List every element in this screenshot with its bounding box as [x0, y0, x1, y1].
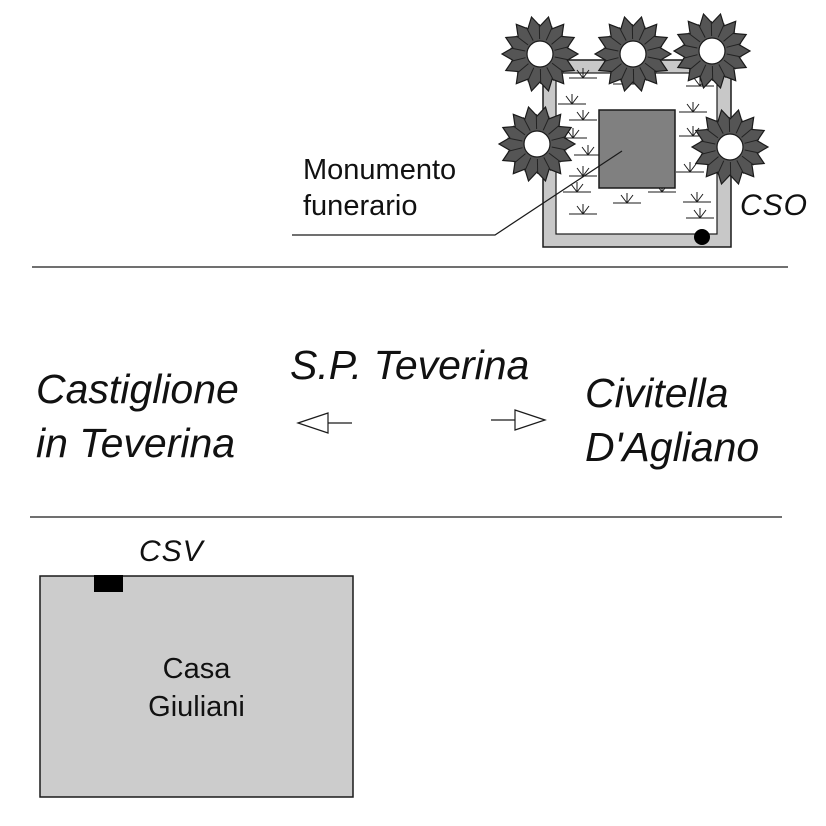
grass-tuft-icon [558, 94, 586, 105]
grass-tuft-icon [569, 166, 597, 177]
grass-tuft-icon [683, 192, 711, 203]
monument-label: Monumento funerario [303, 152, 456, 224]
tree-icon [672, 12, 752, 90]
grass-tuft-icon [676, 162, 704, 173]
west-town-label: Castiglione in Teverina [36, 362, 239, 470]
tree-icon [500, 15, 580, 93]
sensor-box-icon [94, 575, 123, 592]
station-south-label: CSV [139, 535, 204, 568]
east-town-label: Civitella D'Agliano [585, 366, 759, 474]
tree-group [497, 12, 770, 186]
grass-tuft-icon [569, 204, 597, 215]
house-label-line-1: Casa [162, 653, 231, 685]
grass-tuft-icon [679, 102, 707, 113]
grass-tuft-icon [563, 182, 591, 193]
sensor-dot-icon [694, 229, 710, 245]
grass-tuft-icon [686, 76, 714, 87]
grass-tuft-icon [686, 208, 714, 219]
east-town-line-2: D'Agliano [585, 424, 760, 470]
grass-tuft-icon [559, 128, 587, 139]
grass-tuft-icon [569, 68, 597, 79]
tree-icon [690, 108, 770, 186]
grass-tuft-icon [679, 126, 707, 137]
arrow-left-icon [296, 412, 352, 434]
monument-label-line-2: funerario [303, 190, 418, 222]
tree-icon [593, 15, 673, 93]
road-name-label: S.P. Teverina [290, 342, 530, 388]
monument-leader-line [292, 150, 623, 236]
grass-tuft-icon [569, 110, 597, 121]
house-label-line-2: Giuliani [148, 691, 245, 723]
house-label: Casa Giuliani [40, 650, 353, 726]
station-north-label: CSO [740, 189, 809, 222]
tree-icon [497, 105, 577, 183]
house-building [39, 575, 354, 798]
arrow-right-icon [491, 409, 547, 431]
east-town-line-1: Civitella [585, 370, 729, 416]
west-town-line-1: Castiglione [36, 366, 239, 412]
west-town-line-2: in Teverina [36, 420, 236, 466]
grass-tuft-icon [574, 145, 602, 156]
monument-block [598, 109, 676, 189]
monument-label-line-1: Monumento [303, 154, 457, 186]
grass-tuft-icon [613, 193, 641, 204]
